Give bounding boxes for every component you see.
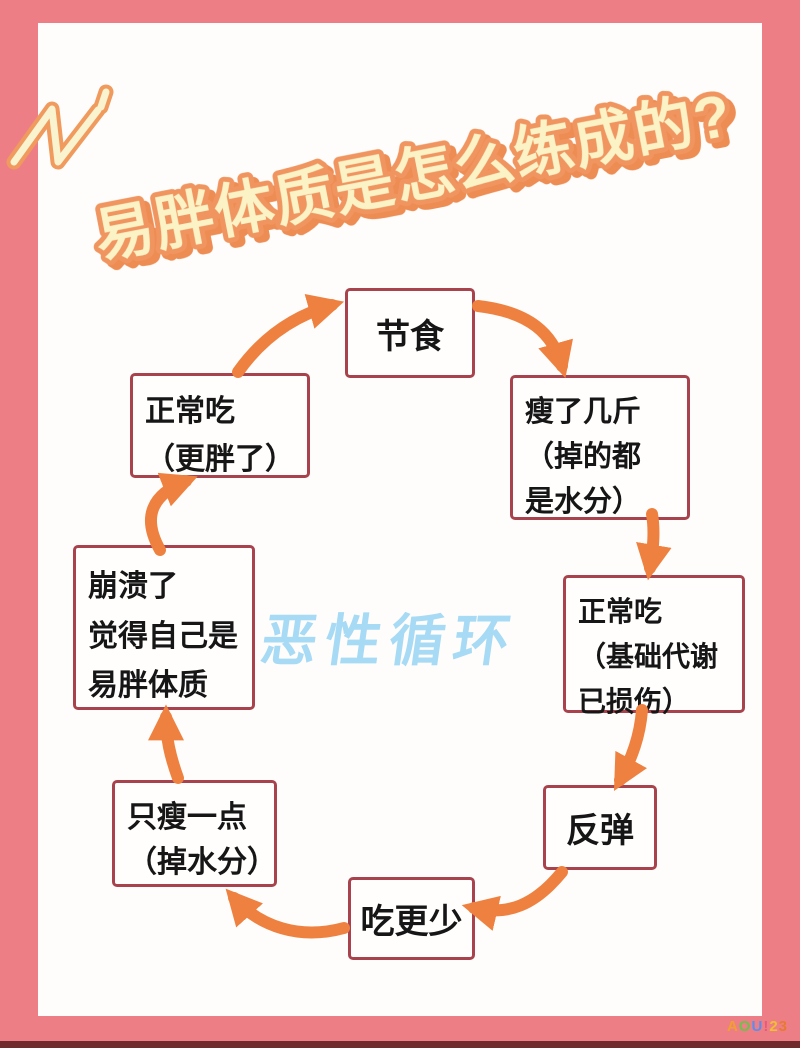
node-eat-even-less: 吃更少	[348, 877, 475, 960]
bottom-edge-bar	[0, 1041, 800, 1048]
node-breakdown-fat-prone: 崩溃了 觉得自己是 易胖体质	[73, 545, 255, 710]
node-lose-little-water: 只瘦一点 （掉水分）	[112, 780, 277, 887]
node-eat-normal-metabolism-damaged: 正常吃 （基础代谢 已损伤）	[563, 575, 745, 717]
node-eat-normal-got-fatter: 正常吃 （更胖了）	[130, 373, 310, 478]
vicious-cycle-label: 恶性循环	[257, 609, 522, 672]
node-diet: 节食	[345, 288, 475, 378]
node-rebound: 反弹	[543, 785, 657, 870]
watermark: AOU!23	[726, 1018, 788, 1035]
node-lost-few-pounds: 瘦了几斤 （掉的都 是水分）	[510, 375, 690, 520]
